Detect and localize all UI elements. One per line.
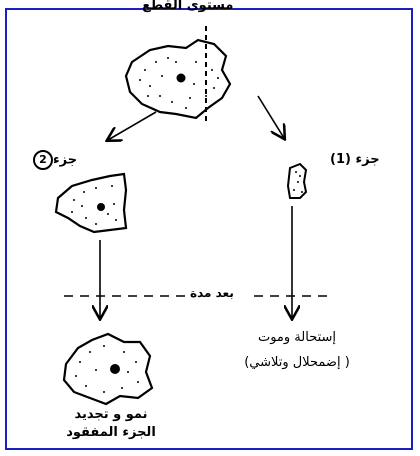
regeneration-line1: نمو و تجديد: [74, 407, 148, 422]
original-amoeba: [124, 38, 232, 120]
regeneration-line2: الجزء المفقود: [66, 425, 156, 440]
figure-frame: [5, 8, 413, 450]
part2-number: 2: [33, 150, 53, 170]
after-time-label: بعد مدة: [190, 286, 234, 300]
degeneration-line1: إستحالة وموت: [257, 330, 337, 345]
regeneration-label: نمو و تجديد الجزء المفقود: [56, 406, 166, 442]
part1-fragment: [286, 162, 308, 199]
arrow-left: [108, 111, 157, 140]
nucleus: [110, 364, 120, 374]
part2-text: جزء: [53, 152, 78, 168]
cut-plane-label: مستوى القطع: [142, 0, 234, 13]
nucleus: [97, 203, 105, 211]
part2-label: جزء2: [30, 150, 77, 170]
nucleus: [176, 73, 186, 83]
part2-fragment: [54, 172, 128, 234]
degeneration-label: إستحالة وموت ( إضمحلال وتلاشي): [232, 330, 362, 370]
regenerated-amoeba: [62, 332, 154, 406]
part1-label: جزء (1): [330, 152, 380, 167]
arrow-right: [257, 95, 284, 138]
degeneration-line2: ( إضمحلال وتلاشي): [244, 355, 350, 370]
